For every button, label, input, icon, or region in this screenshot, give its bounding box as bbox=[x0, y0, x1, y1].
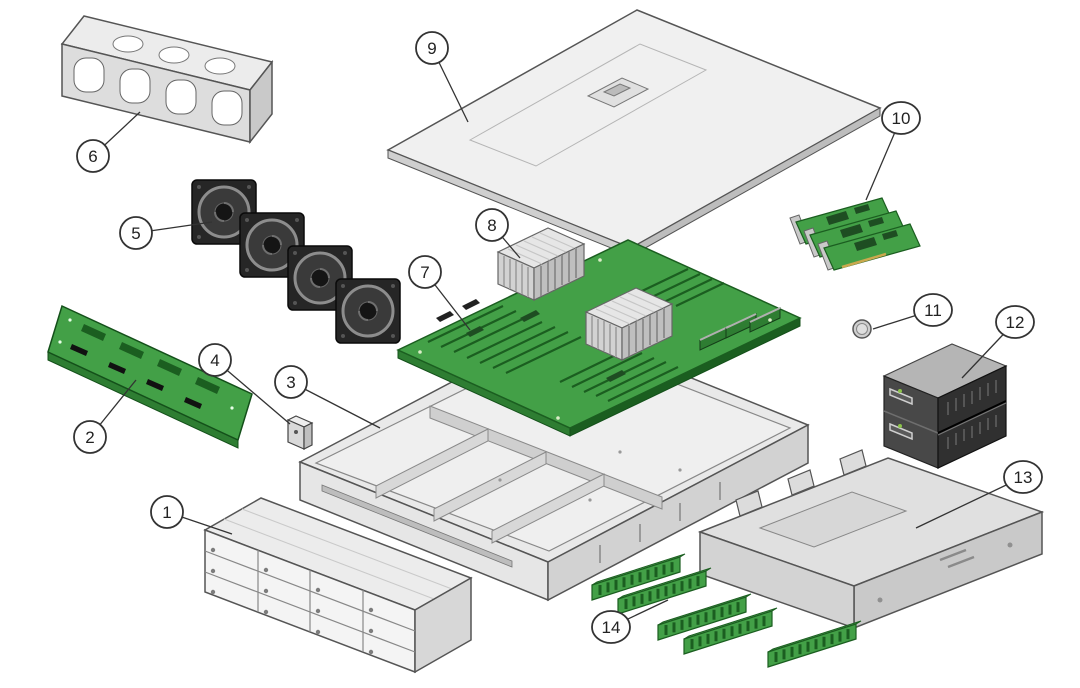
callout-number: 12 bbox=[1006, 313, 1025, 332]
callout-number: 8 bbox=[487, 216, 496, 235]
callout-number: 3 bbox=[286, 373, 295, 392]
callout-7: 7 bbox=[408, 255, 442, 289]
callout-14: 14 bbox=[591, 610, 631, 644]
part-power-supplies bbox=[882, 343, 1008, 469]
callout-number: 1 bbox=[162, 503, 171, 522]
callout-number: 5 bbox=[131, 224, 140, 243]
callout-12: 12 bbox=[995, 305, 1035, 339]
callout-9: 9 bbox=[415, 31, 449, 65]
callout-number: 2 bbox=[85, 428, 94, 447]
psu-handle-1 bbox=[889, 387, 913, 406]
part-chassis bbox=[298, 324, 810, 602]
part-air-baffle bbox=[697, 449, 1045, 630]
callout-number: 10 bbox=[892, 109, 911, 128]
callout-number: 9 bbox=[427, 39, 436, 58]
callout-4: 4 bbox=[198, 343, 232, 377]
part-fan-tray-cage bbox=[60, 15, 274, 145]
callout-11: 11 bbox=[913, 293, 953, 327]
riser-slots bbox=[699, 307, 781, 351]
callout-5: 5 bbox=[119, 216, 153, 250]
callout-2: 2 bbox=[73, 420, 107, 454]
callout-number: 14 bbox=[602, 618, 621, 637]
part-fan-modules bbox=[190, 178, 402, 345]
part-battery bbox=[852, 319, 872, 339]
dimm-slot-bank-3 bbox=[639, 268, 725, 307]
callout-10: 10 bbox=[881, 101, 921, 135]
dimm-5 bbox=[766, 619, 863, 669]
callout-number: 7 bbox=[420, 263, 429, 282]
psu-handle-2 bbox=[889, 422, 913, 441]
fan-module-4 bbox=[334, 277, 402, 345]
callout-number: 11 bbox=[924, 301, 942, 320]
callout-number: 4 bbox=[210, 351, 219, 370]
part-disk-backplane bbox=[47, 304, 253, 449]
drive-release-buttons bbox=[210, 547, 374, 655]
callout-number: 6 bbox=[88, 147, 97, 166]
callouts: 1 2 3 4 5 6 7 8 bbox=[73, 31, 1043, 644]
callout-1: 1 bbox=[150, 495, 184, 529]
callout-8: 8 bbox=[475, 208, 509, 242]
part-top-cover bbox=[386, 9, 882, 257]
callout-13: 13 bbox=[1003, 460, 1043, 494]
callout-number: 13 bbox=[1014, 468, 1033, 487]
part-small-component bbox=[286, 415, 314, 450]
callout-6: 6 bbox=[76, 139, 110, 173]
callout-3: 3 bbox=[274, 365, 308, 399]
part-drive-cage bbox=[203, 497, 473, 674]
part-pcie-cards bbox=[788, 196, 922, 272]
